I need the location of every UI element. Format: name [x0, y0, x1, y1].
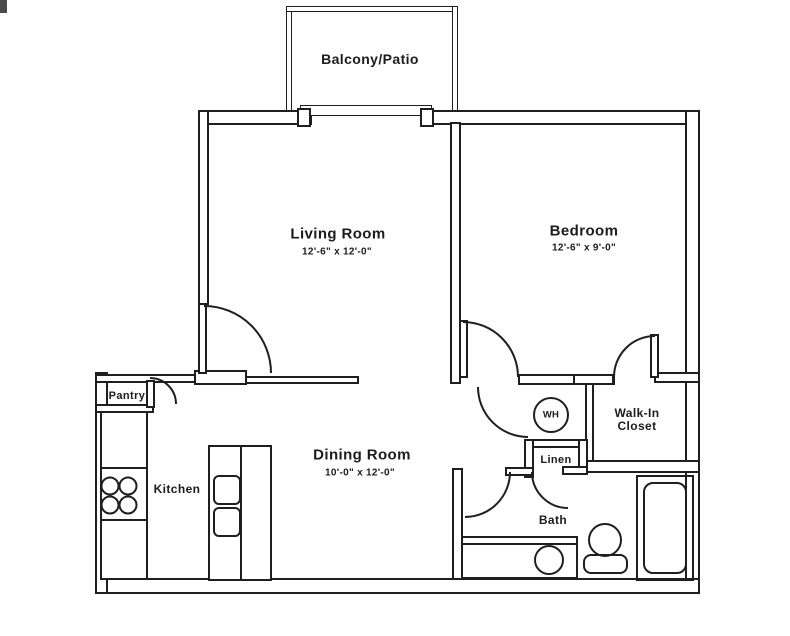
- slider-jamb-left: [297, 108, 311, 127]
- balcony-label: Balcony/Patio: [321, 51, 419, 67]
- slider-jamb-right: [420, 108, 434, 127]
- toilet-base-icon: [583, 554, 628, 574]
- walk-in-closet-label-line1: Walk-In: [614, 406, 660, 420]
- bedroom-label: Bedroom: [549, 222, 619, 240]
- entry-door-swing: [203, 305, 272, 374]
- dining-room-label: Dining Room: [313, 446, 411, 464]
- living-bedroom-wall: [450, 122, 461, 384]
- linen-left-wall: [524, 439, 534, 478]
- bedroom-door-swing: [462, 321, 519, 378]
- bedroom-bottom-wall-right: [654, 372, 700, 383]
- closet-door-leaf: [650, 334, 659, 378]
- bedroom-door-leaf: [459, 320, 468, 378]
- balcony-wall-left: [286, 6, 292, 112]
- walk-in-closet-label: Walk-In Closet: [614, 407, 659, 433]
- living-room-dims: 12'-6" x 12'-0": [302, 246, 372, 258]
- balcony-wall-right: [452, 6, 458, 112]
- pantry-label: Pantry: [108, 390, 146, 402]
- pantry-right-wall: [146, 380, 155, 408]
- kitchen-counter-upper: [100, 411, 148, 469]
- toilet-bowl-icon: [588, 523, 622, 557]
- living-room-left-wall: [198, 110, 209, 305]
- patio-sliding-door: [300, 105, 432, 116]
- linen-label: Linen: [540, 454, 572, 466]
- exterior-wall-bottom: [95, 578, 700, 594]
- kitchen-counter-lower: [100, 519, 148, 580]
- scan-artifact: [0, 0, 7, 13]
- spine-wall-stub: [245, 376, 359, 384]
- bathtub-basin: [643, 482, 687, 574]
- exterior-wall-top-left: [198, 110, 312, 125]
- exterior-wall-right: [685, 110, 700, 593]
- bath-top-stub: [505, 467, 534, 476]
- closet-bottom-wall: [585, 460, 700, 473]
- walk-in-closet-label-line2: Closet: [617, 419, 657, 433]
- entry-door-leaf: [198, 303, 207, 374]
- bedroom-bottom-wall-mid: [518, 374, 615, 385]
- linen-door-swing: [531, 471, 569, 509]
- bath-left-wall: [452, 468, 463, 580]
- water-heater-label: WH: [542, 409, 560, 421]
- kitchen-island: [208, 445, 272, 581]
- exterior-wall-top-right: [423, 110, 700, 125]
- bedroom-dims: 12'-6" x 9'-0": [551, 242, 617, 254]
- bath-vanity: [461, 536, 578, 579]
- kitchen-label: Kitchen: [153, 482, 201, 496]
- living-room-label: Living Room: [290, 225, 386, 243]
- sink-icon: [534, 545, 564, 575]
- bath-label: Bath: [538, 513, 568, 527]
- hall-door-swing: [477, 386, 529, 438]
- linen-door-jamb: [562, 466, 588, 475]
- closet-door-swing: [613, 335, 656, 378]
- bath-door-swing: [464, 471, 511, 518]
- dining-room-dims: 10'-0" x 12'-0": [325, 467, 395, 479]
- balcony-wall-top: [286, 6, 458, 12]
- kitchen-stove: [100, 467, 148, 521]
